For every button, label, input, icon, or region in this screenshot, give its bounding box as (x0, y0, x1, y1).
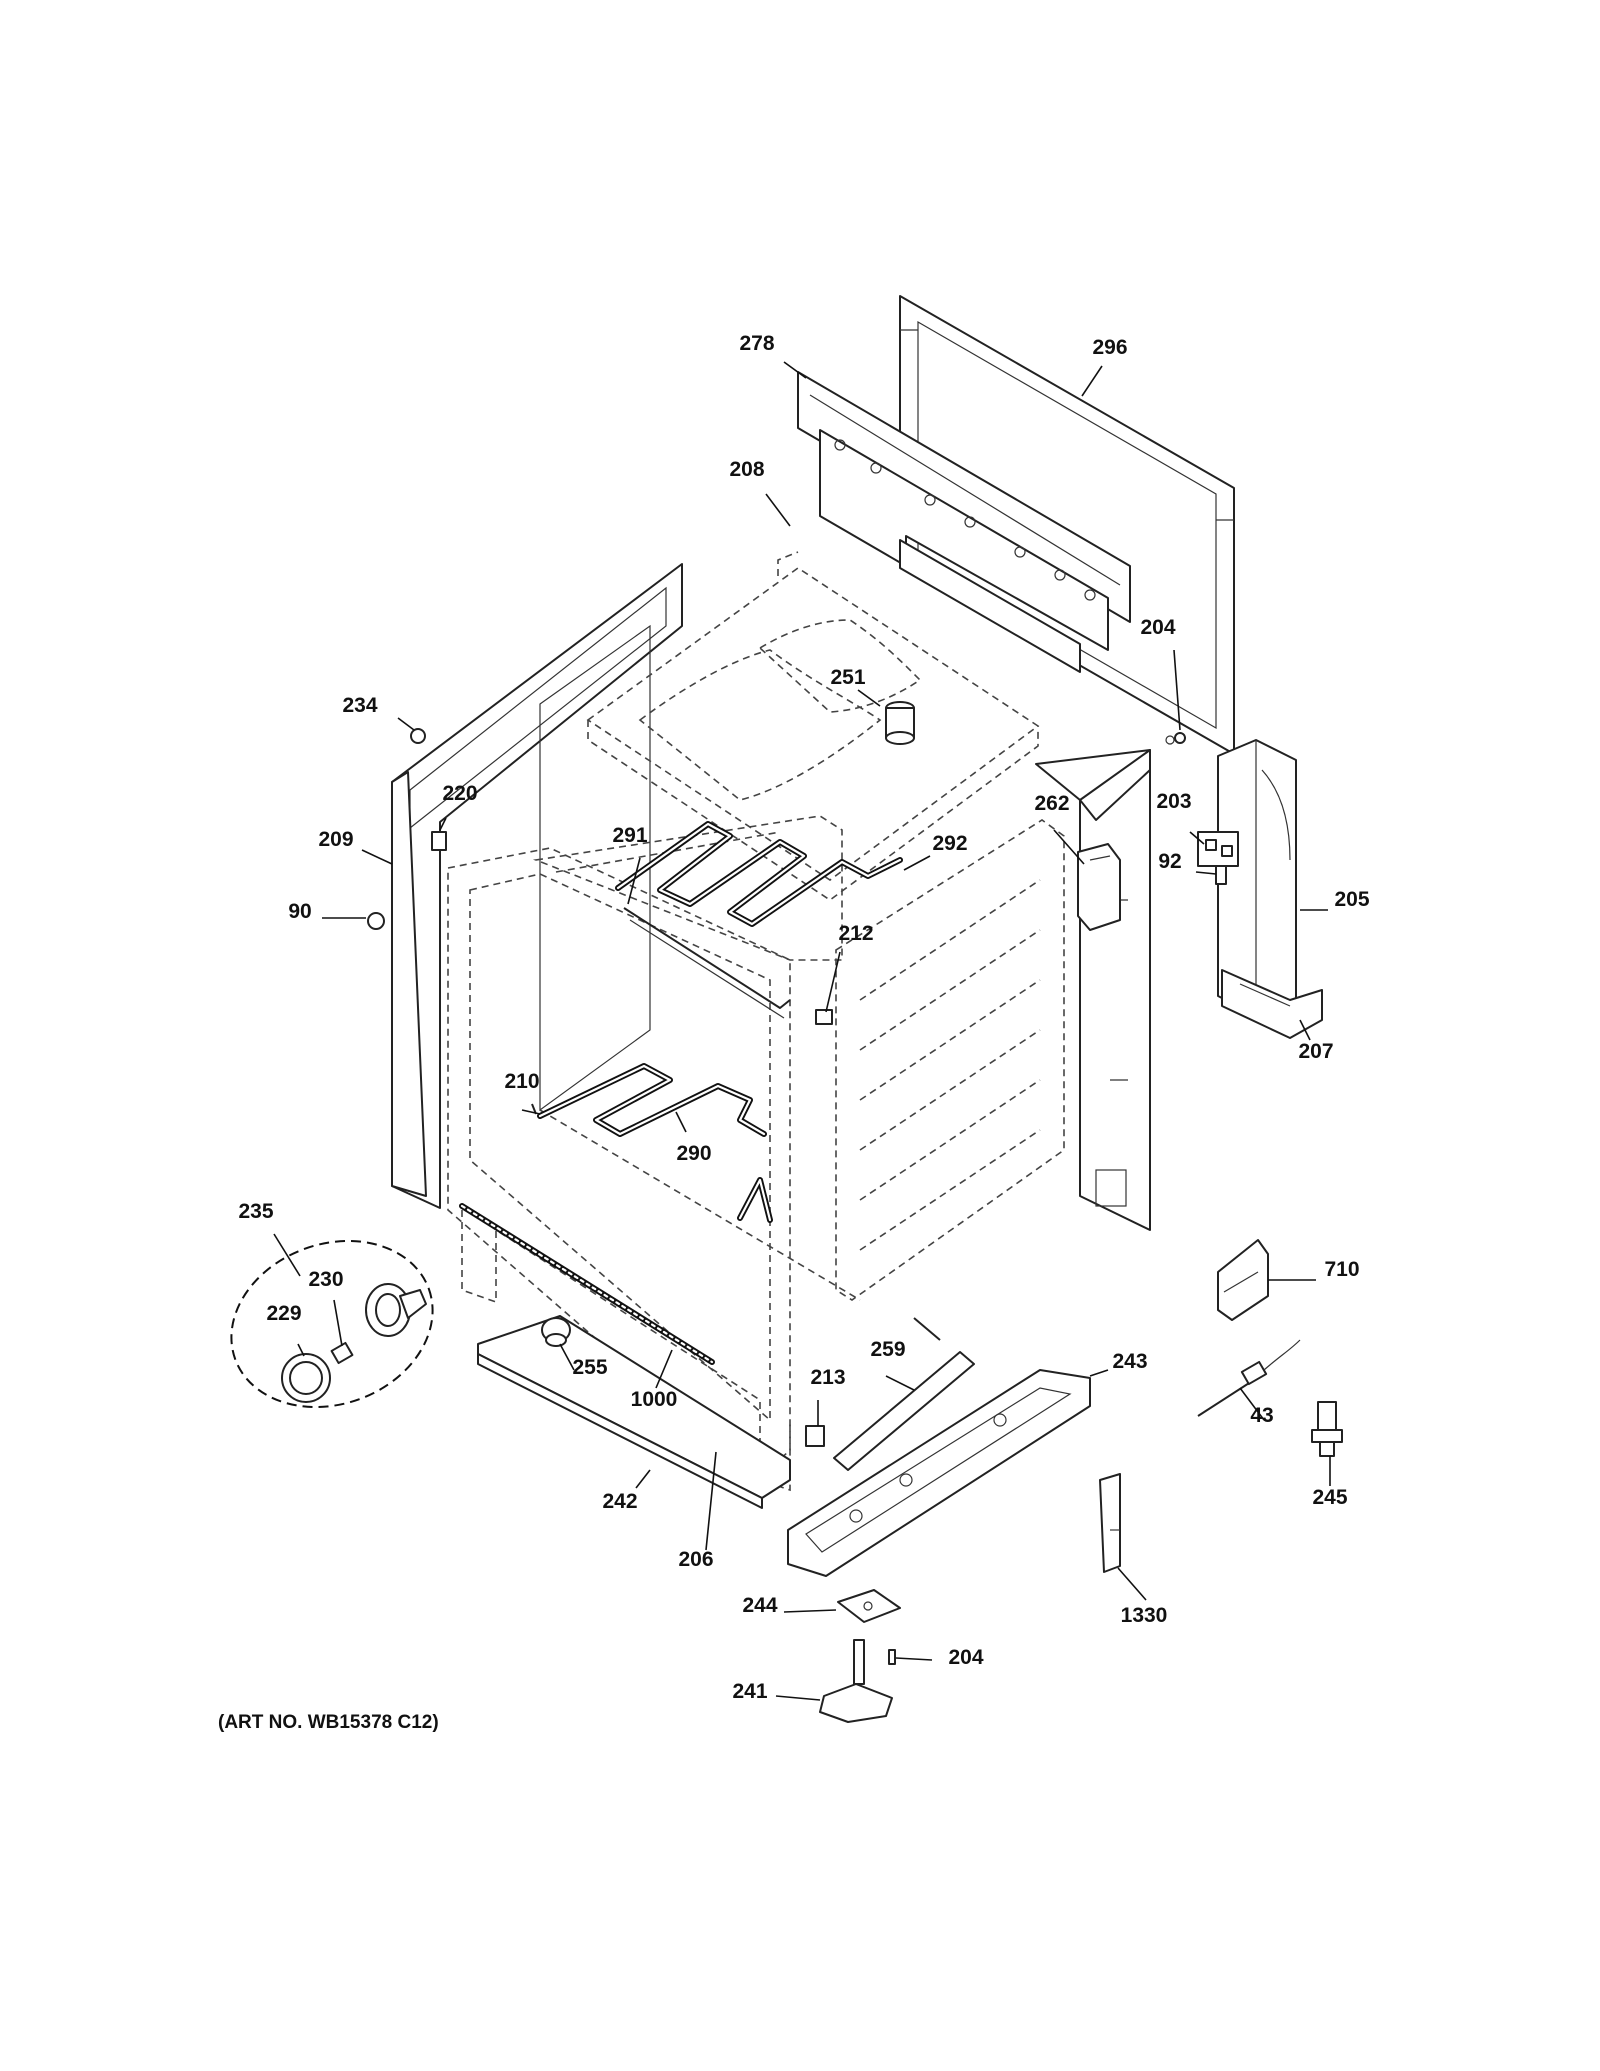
callout-204: 204 (1140, 616, 1175, 639)
callout-1330: 1330 (1121, 1604, 1168, 1627)
callout-230: 230 (308, 1268, 343, 1291)
callout-210: 210 (504, 1070, 539, 1093)
knob-assembly (230, 1239, 434, 1409)
callout-291: 291 (612, 824, 647, 847)
oven-cabinet (391, 551, 1151, 1492)
callout-220: 220 (442, 782, 477, 805)
leveling-leg (819, 1589, 901, 1723)
callout-206: 206 (678, 1548, 713, 1571)
control-bracket (1077, 843, 1121, 931)
callout-296: 296 (1092, 336, 1127, 359)
leader-lines (273, 361, 1331, 1701)
callout-262: 262 (1034, 792, 1069, 815)
side-vent-duct (1217, 739, 1323, 1039)
callout-292: 292 (932, 832, 967, 855)
callout-209: 209 (318, 828, 353, 851)
bracket-1330 (1099, 1473, 1121, 1573)
oven-sensor (885, 701, 915, 745)
terminal-block (1197, 831, 1239, 885)
callout-235: 235 (238, 1200, 273, 1223)
callout-labels: 278 296 208 204 251 234 220 209 90 291 262 292 203 92… (238, 332, 1369, 1703)
callout-255: 255 (572, 1356, 607, 1379)
art-number-caption: (ART NO. WB15378 C12) (218, 1712, 439, 1733)
callout-203: 203 (1156, 790, 1191, 813)
callout-290: 290 (676, 1142, 711, 1165)
probe-and-switch (1197, 1339, 1343, 1457)
callout-213: 213 (810, 1366, 845, 1389)
callout-207: 207 (1298, 1040, 1333, 1063)
rear-bracket (797, 371, 1131, 673)
broil-element (615, 821, 903, 1019)
callout-90: 90 (288, 900, 311, 923)
callout-251: 251 (830, 666, 865, 689)
callout-212: 212 (838, 922, 873, 945)
callout-234: 234 (342, 694, 377, 717)
callout-710: 710 (1324, 1258, 1359, 1281)
callout-259: 259 (870, 1338, 905, 1361)
callout-278: 278 (739, 332, 774, 355)
callout-241: 241 (732, 1680, 767, 1703)
bake-element (531, 1063, 773, 1223)
door-hinge-rail (787, 1317, 1091, 1577)
bracket-710 (1217, 1239, 1269, 1321)
callout-229: 229 (266, 1302, 301, 1325)
callout-1000: 1000 (631, 1388, 678, 1411)
callout-244: 244 (742, 1594, 777, 1617)
small-fasteners (367, 728, 1186, 1453)
callout-204: 204 (948, 1646, 983, 1669)
callout-208: 208 (729, 458, 764, 481)
callout-243: 243 (1112, 1350, 1147, 1373)
callout-92: 92 (1158, 850, 1181, 873)
lower-drawer-panel (459, 1203, 791, 1509)
callout-205: 205 (1334, 888, 1369, 911)
callout-242: 242 (602, 1490, 637, 1513)
callout-43: 43 (1250, 1404, 1273, 1427)
callout-245: 245 (1312, 1486, 1347, 1509)
